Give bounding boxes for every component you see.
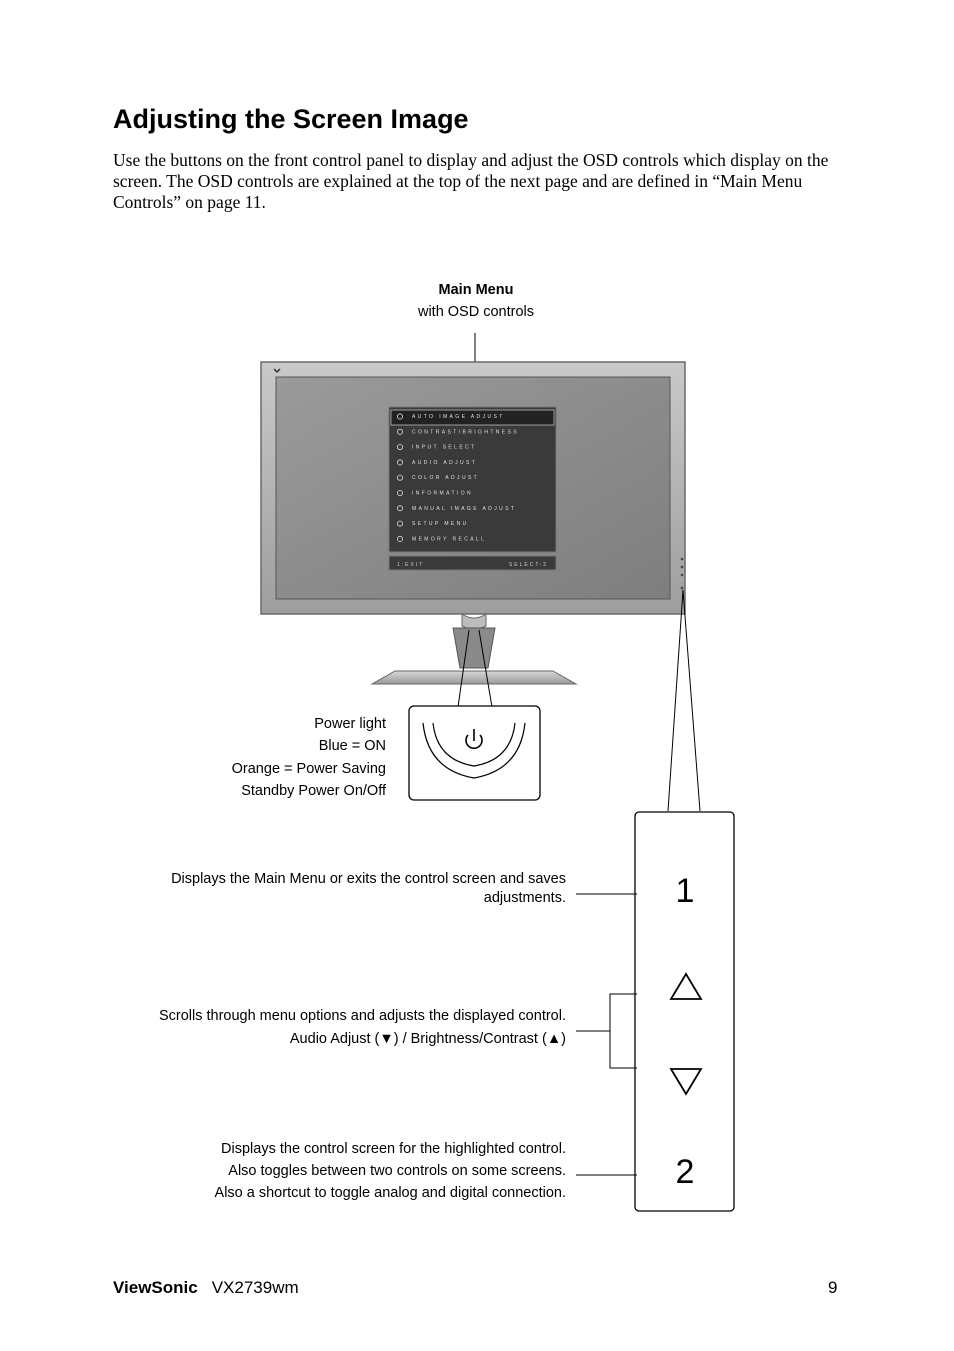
osd-item-icon <box>396 413 403 420</box>
power-button-inner-arc <box>432 722 516 767</box>
down-arrow-icon <box>669 1068 703 1096</box>
osd-item-icon <box>396 444 403 451</box>
osd-menu-items: AUTO IMAGE ADJUST CONTRAST/BRIGHTNESS INPU… <box>396 413 519 542</box>
power-light-label: Power light <box>314 716 386 732</box>
osd-footer-bar <box>388 555 557 571</box>
button1-description-line1: Displays the Main Menu or exits the cont… <box>171 871 566 887</box>
footer-model: VX2739wm <box>211 1278 299 1297</box>
osd-item-icon <box>396 474 403 481</box>
power-callout-line <box>457 629 470 708</box>
power-standby-label: Standby Power On/Off <box>241 783 386 799</box>
control-panel-zoom-box <box>634 811 735 1212</box>
osd-menu-item: AUDIO ADJUST <box>412 460 477 466</box>
osd-item-icon <box>396 505 403 512</box>
osd-menu-item: AUTO IMAGE ADJUST <box>412 414 505 420</box>
osd-menu-item: INFORMATION <box>412 491 473 497</box>
power-button-housing <box>461 613 487 630</box>
button1-description-line2: adjustments. <box>483 890 566 906</box>
power-callout-line <box>478 629 493 708</box>
power-orange-label: Orange = Power Saving <box>231 761 386 777</box>
power-button-zoom-box <box>408 705 541 801</box>
control-callout-line <box>667 589 684 812</box>
monitor-neck <box>452 627 496 669</box>
osd-menu-item: MANUAL IMAGE ADJUST <box>412 506 516 512</box>
brand-logo-icon <box>273 368 281 374</box>
osd-item-icon <box>396 459 403 466</box>
osd-footer-select: SELECT:2 <box>509 562 548 568</box>
button2-description-line1: Displays the control screen for the high… <box>221 1141 566 1157</box>
osd-footer-exit: 1:EXIT <box>397 562 424 568</box>
arrows-bracket-line <box>609 993 637 1069</box>
power-blue-label: Blue = ON <box>318 738 386 754</box>
bezel-button-dot <box>680 557 684 561</box>
main-menu-sublabel: with OSD controls <box>417 304 535 320</box>
power-button-outer-arc <box>422 722 526 779</box>
osd-menu-panel <box>388 406 557 553</box>
up-arrow-icon <box>669 972 703 1000</box>
footer-brand: ViewSonic VX2739wm <box>113 1278 299 1298</box>
bezel-button-dot <box>680 565 684 569</box>
main-menu-label: Main Menu <box>438 282 514 298</box>
button-2-glyph: 2 <box>675 1153 695 1191</box>
button2-description-line3: Also a shortcut to toggle analog and dig… <box>214 1185 566 1201</box>
bezel-button-dot <box>680 586 684 590</box>
power-icon <box>465 729 483 750</box>
footer-brand-name: ViewSonic <box>113 1278 198 1297</box>
page-number: 9 <box>828 1278 838 1297</box>
osd-item-icon <box>396 535 403 542</box>
bezel-button-dot <box>680 573 684 577</box>
button2-description-line2: Also toggles between two controls on som… <box>228 1163 566 1179</box>
control-callout-line <box>682 589 701 812</box>
button-1-glyph: 1 <box>675 872 695 910</box>
arrows-description-line2: Audio Adjust (▼) / Brightness/Contrast (… <box>289 1031 566 1047</box>
osd-menu-item: MEMORY RECALL <box>412 536 486 542</box>
osd-menu-item: SETUP MENU <box>412 521 469 527</box>
arrows-description-line1: Scrolls through menu options and adjusts… <box>158 1008 566 1024</box>
osd-item-icon <box>396 489 403 496</box>
osd-menu-item: CONTRAST/BRIGHTNESS <box>412 429 519 435</box>
intro-paragraph: Use the buttons on the front control pan… <box>113 150 829 212</box>
osd-highlight-bar <box>390 409 555 426</box>
page-heading: Adjusting the Screen Image <box>113 104 469 134</box>
osd-menu-item: COLOR ADJUST <box>412 475 479 481</box>
osd-item-icon <box>396 428 403 435</box>
monitor-base <box>370 670 578 685</box>
osd-item-icon <box>396 520 403 527</box>
osd-menu-item: INPUT SELECT <box>412 445 477 451</box>
